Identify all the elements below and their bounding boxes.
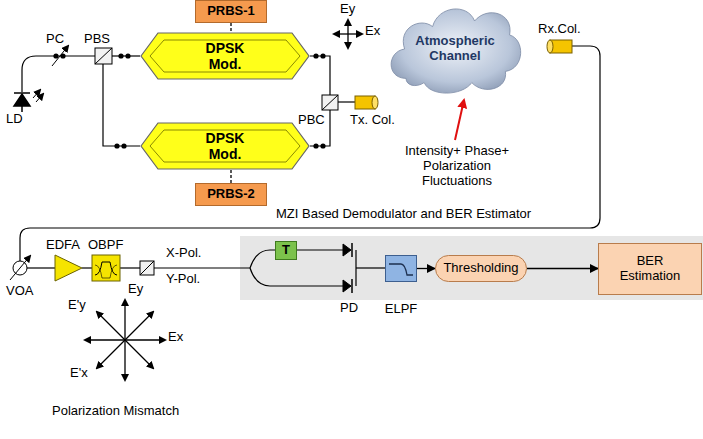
elpf-text: ELPF <box>385 302 418 317</box>
prbs-box: PRBS-2 <box>195 183 267 206</box>
voa <box>10 256 30 280</box>
rx-collimator <box>547 40 572 53</box>
part-label: PBS <box>84 32 110 47</box>
part-label: Rx.Col. <box>538 22 581 37</box>
laser-diode <box>14 90 43 112</box>
threshold-box: Thresholding <box>435 255 527 282</box>
polarization-arrows <box>334 20 362 48</box>
tx-collimator <box>355 96 378 109</box>
filter-curve <box>389 264 413 275</box>
pbc-cube <box>322 95 338 110</box>
part-label: Ey <box>128 282 143 297</box>
obpf-filter <box>92 255 120 281</box>
mod-text: DPSK Mod. <box>195 40 255 72</box>
hexagon-outline <box>141 123 309 169</box>
cloud-outline <box>391 9 521 93</box>
part-label: PD <box>340 301 358 316</box>
part-label: Ex <box>365 24 380 39</box>
connector <box>230 23 231 32</box>
part-label: OBPF <box>88 238 123 253</box>
pol-splitter <box>140 261 154 275</box>
channel-cloud: Atmospheric Channel <box>385 0 525 98</box>
part-label: E'y <box>68 298 86 313</box>
part-label: Y-Pol. <box>166 272 200 287</box>
prbs-text: PRBS-1 <box>207 4 255 19</box>
pbs-cube <box>95 48 112 64</box>
fiber <box>20 46 600 286</box>
part-label: Tx. Col. <box>350 113 395 128</box>
connector <box>230 170 231 183</box>
connector <box>417 268 435 269</box>
ber-box: BER Estimation <box>598 243 702 295</box>
part-label: Polarization Mismatch <box>52 404 179 419</box>
part-label: PC <box>46 32 64 47</box>
part-label: EDFA <box>46 238 80 253</box>
part-label: E'x <box>70 366 88 381</box>
cloud-text: Atmospheric Channel <box>405 34 505 64</box>
part-label: X-Pol. <box>166 246 201 261</box>
connector <box>527 268 598 269</box>
part-label: PBC <box>298 113 325 128</box>
prbs-text: PRBS-2 <box>207 187 255 202</box>
panel-text: MZI Based Demodulator and BER Estimator <box>276 207 531 222</box>
panel-band <box>240 236 703 300</box>
mod-text: DPSK Mod. <box>195 130 255 162</box>
edfa-amplifier <box>55 255 82 281</box>
part-label: Ex <box>168 330 183 345</box>
part-label: Ey <box>340 2 355 17</box>
lowpass-filter: ELPF <box>385 255 417 317</box>
tbox-text: T <box>282 243 290 258</box>
ber-text: BER Estimation <box>609 254 691 284</box>
filter-box <box>386 256 417 282</box>
hexagon-inner <box>150 130 300 162</box>
demodulator-panel: MZI Based Demodulator and BER EstimatorT… <box>240 205 703 300</box>
part-label: Intensity+ Phase+ Polarization Fluctuati… <box>392 144 522 189</box>
photodiodes <box>343 243 356 293</box>
part-label: VOA <box>6 284 33 299</box>
hexagon-inner <box>150 40 300 72</box>
polarization-star <box>85 300 165 380</box>
dpsk-modulator: DPSK Mod. <box>140 122 310 170</box>
prbs-box: PRBS-1 <box>195 0 267 23</box>
fluctuation-arrow <box>455 100 464 140</box>
dpsk-modulator: DPSK Mod. <box>140 32 310 80</box>
thr-text: Thresholding <box>443 261 518 276</box>
filter-shape <box>385 255 417 282</box>
delay-box: T <box>275 241 297 260</box>
pc-arrow <box>52 46 68 66</box>
part-label: LD <box>6 112 23 127</box>
hexagon-outline <box>141 33 309 79</box>
